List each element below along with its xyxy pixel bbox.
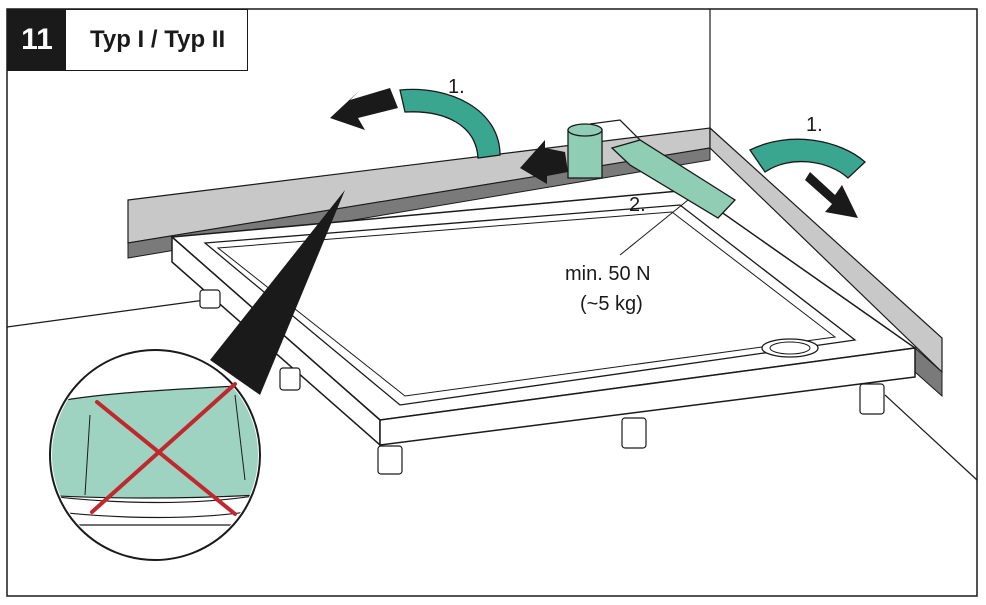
black-arrow-right <box>805 172 858 218</box>
cross-mark <box>90 382 237 516</box>
curved-arrow-left <box>399 88 501 159</box>
black-arrow-left <box>330 88 398 130</box>
roller-cylinder <box>567 129 603 179</box>
step-header: 11 Typ I / Typ II <box>7 9 249 71</box>
drain-inner <box>769 341 811 355</box>
foot <box>859 383 885 415</box>
curved-arrow-right <box>749 138 866 179</box>
foot <box>199 289 221 309</box>
force-leader <box>619 199 689 256</box>
callout-step1-right: 1. <box>806 114 823 136</box>
callout-step2: 2. <box>629 194 646 216</box>
roller-arm <box>589 119 641 141</box>
callout-step1-left: 1. <box>448 76 465 98</box>
magnifier-pointer <box>210 190 345 395</box>
black-arrow-mid <box>520 140 568 184</box>
callout-force: min. 50 N <box>565 263 651 285</box>
step-title: Typ I / Typ II <box>90 26 226 53</box>
outer-border <box>6 8 978 597</box>
magnified-detail <box>52 384 258 526</box>
callout-weight: (~5 kg) <box>580 293 643 315</box>
floor-line-left <box>6 299 206 328</box>
foot <box>377 445 403 475</box>
tray-basin <box>203 204 857 406</box>
foot <box>621 417 647 449</box>
tray-feet <box>199 289 885 475</box>
tray-basin-inner <box>216 211 837 397</box>
roller-tool <box>567 119 737 219</box>
floor-line-right <box>884 394 978 481</box>
roller-handle <box>610 139 737 219</box>
foot <box>279 367 301 391</box>
tray-front-right <box>379 347 916 446</box>
step-number: 11 <box>8 10 66 70</box>
